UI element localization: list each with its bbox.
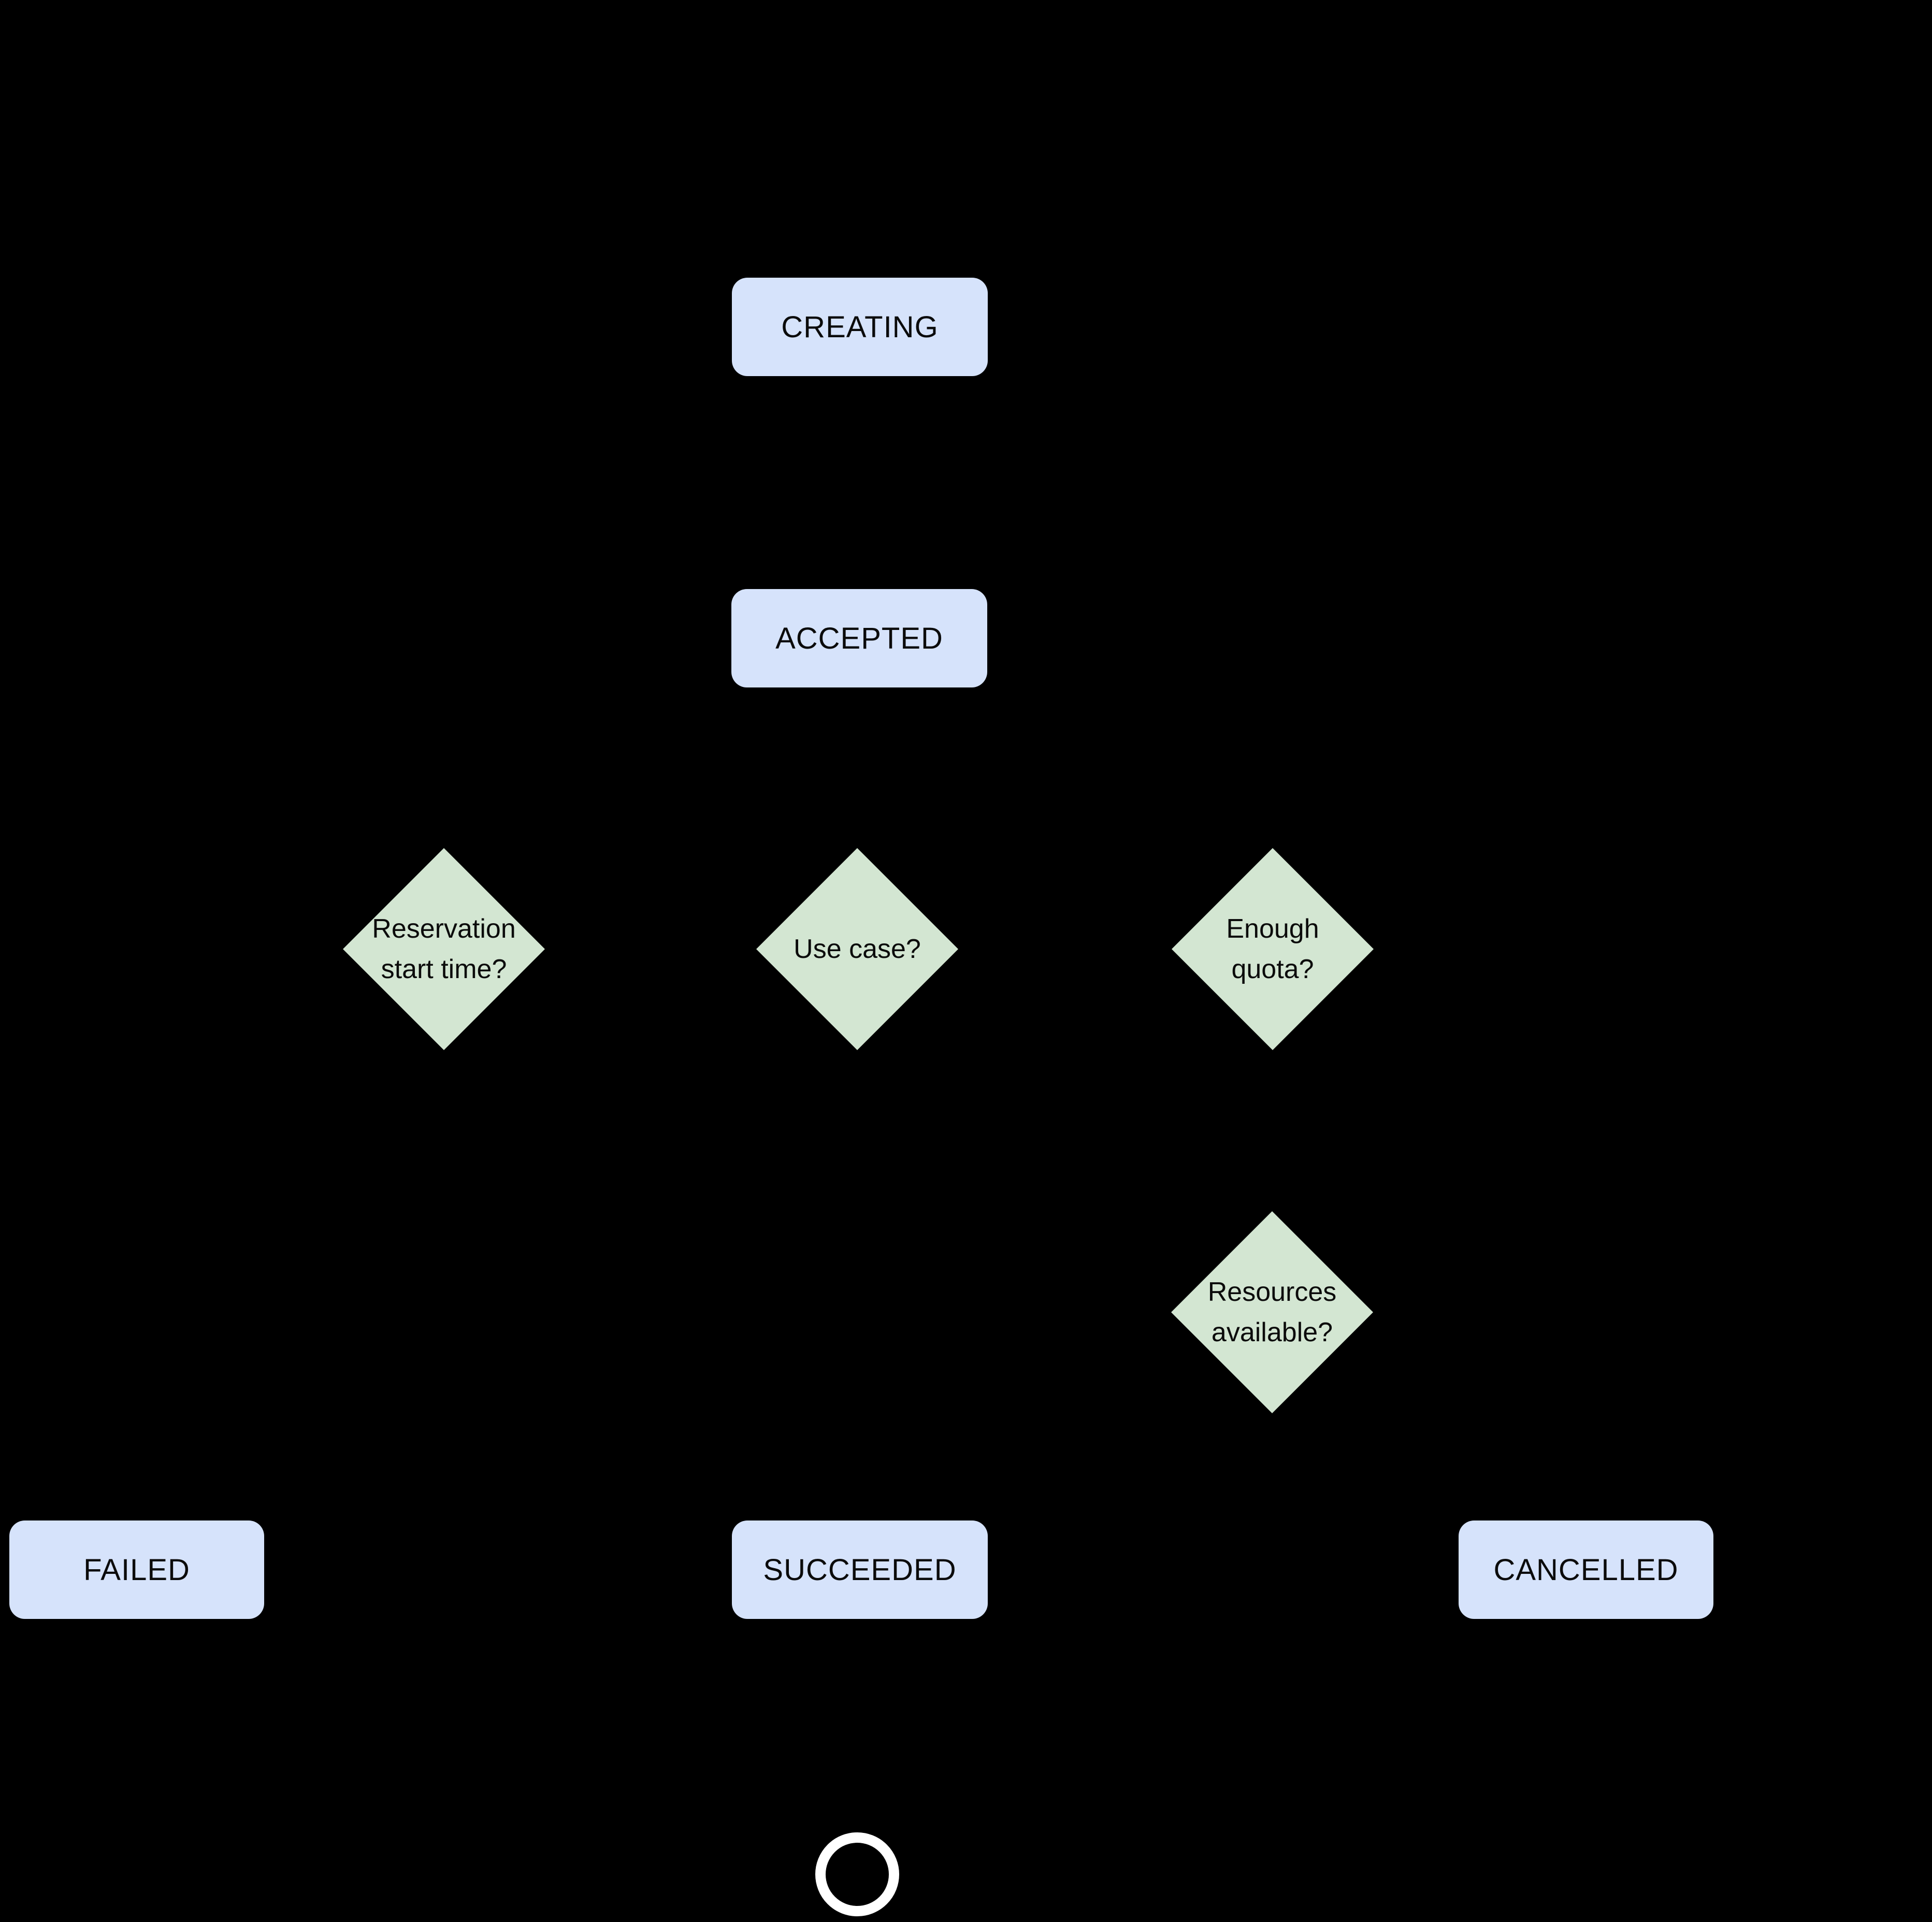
state-label-creating: CREATING — [781, 310, 939, 344]
decision-label-line2: available? — [1211, 1317, 1333, 1347]
state-label-accepted: ACCEPTED — [775, 621, 943, 655]
state-label-failed: FAILED — [83, 1553, 190, 1587]
state-node-cancelled: CANCELLED — [1459, 1521, 1713, 1619]
decision-node-use-case: Use case? — [756, 848, 958, 1050]
state-node-succeeded: SUCCEEDED — [732, 1521, 988, 1619]
state-label-succeeded: SUCCEEDED — [763, 1553, 957, 1587]
state-label-cancelled: CANCELLED — [1493, 1553, 1679, 1587]
decision-label-line1: Enough — [1226, 914, 1319, 944]
decision-node-enough-quota: Enough quota? — [1172, 848, 1374, 1050]
decision-label-line2: quota? — [1231, 954, 1314, 984]
state-node-failed: FAILED — [9, 1521, 264, 1619]
decision-label-line1: Resources — [1207, 1277, 1337, 1307]
state-node-creating: CREATING — [732, 278, 988, 376]
decision-label-line2: start time? — [381, 954, 507, 984]
decision-label-line1: Reservation — [372, 914, 516, 944]
state-node-accepted: ACCEPTED — [731, 589, 987, 687]
decision-label-line1: Use case? — [794, 934, 921, 964]
decision-node-resources-available: Resources available? — [1171, 1211, 1373, 1413]
end-state-circle-icon — [815, 1832, 899, 1916]
decision-node-reservation-start-time: Reservation start time? — [343, 848, 545, 1050]
